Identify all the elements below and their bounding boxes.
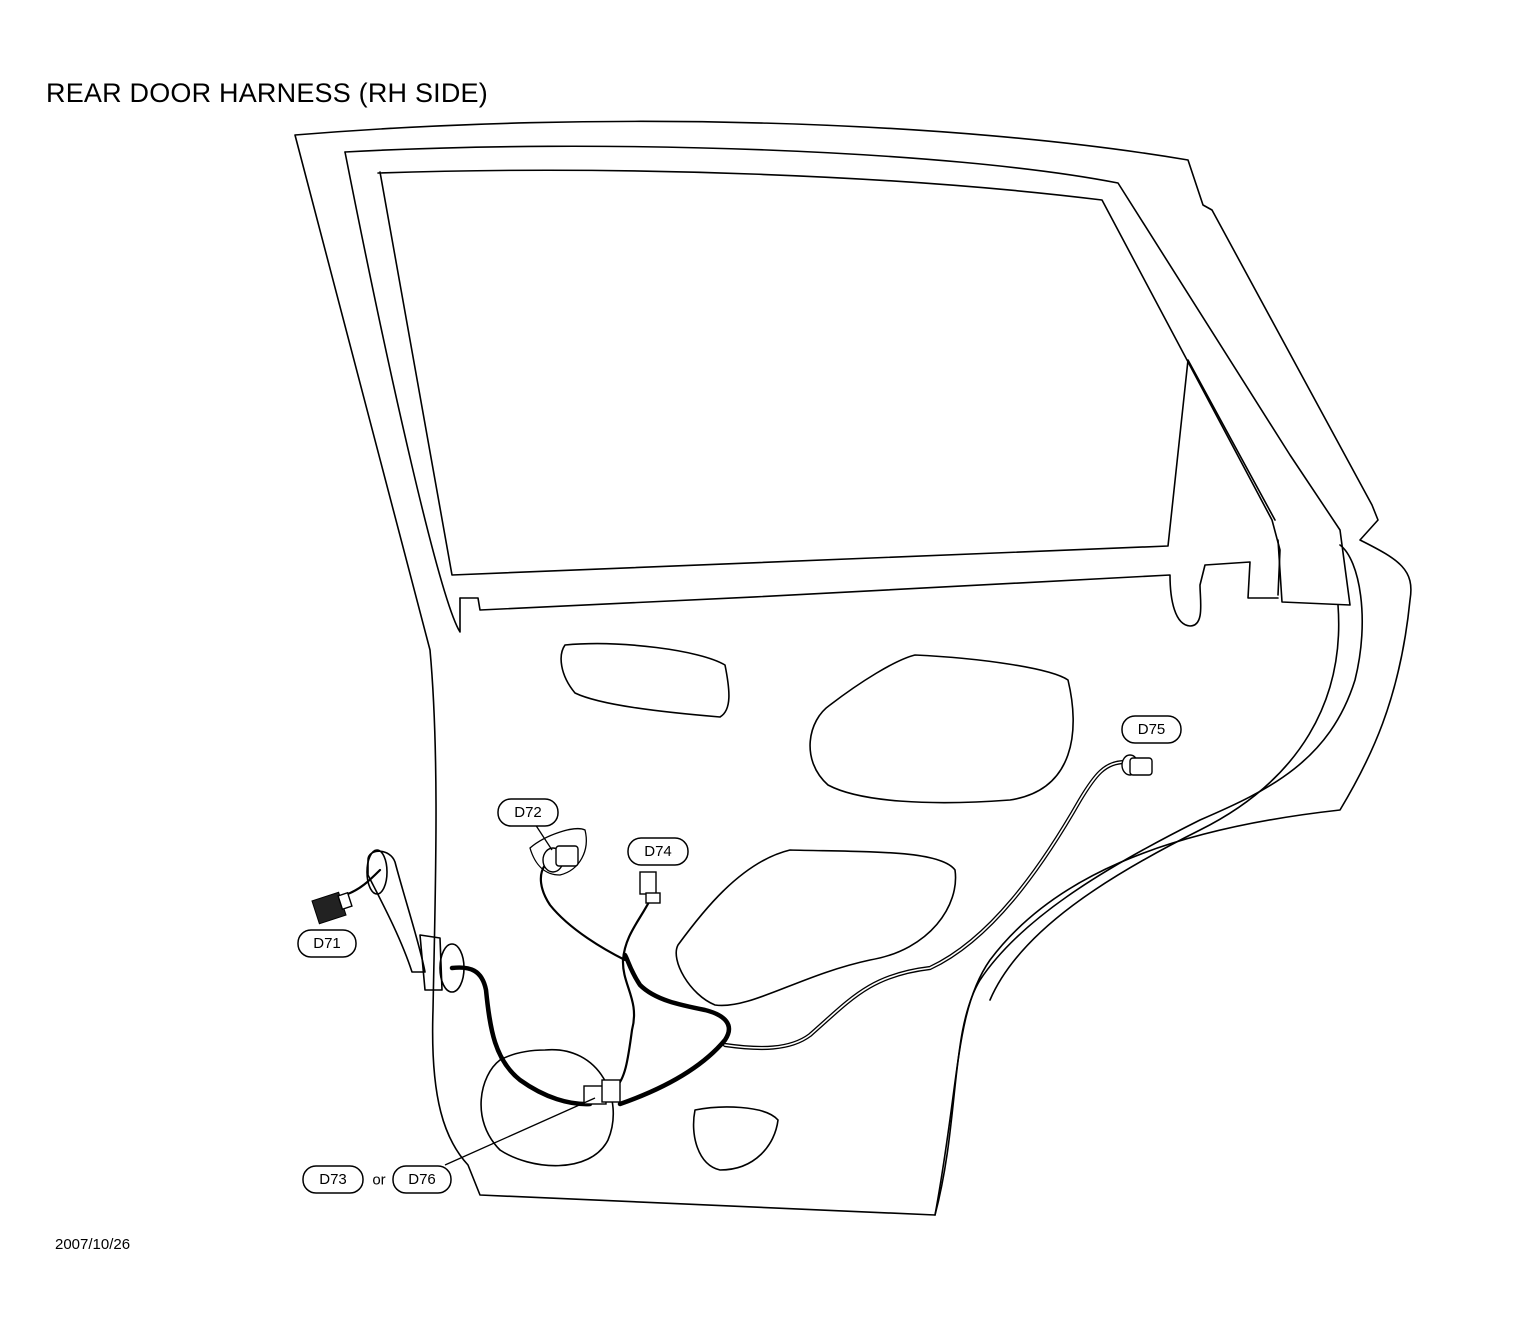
window-frame-inner	[377, 169, 1281, 596]
window-frame-outer	[344, 145, 1351, 606]
d73-d76-connector	[583, 1079, 621, 1105]
d74-connector	[639, 871, 661, 904]
label-or: or	[372, 1172, 385, 1189]
label-d75: D75	[1121, 715, 1182, 744]
d73-d76-leader	[444, 1097, 596, 1166]
main-harness	[449, 965, 593, 1107]
speaker-area-circle	[480, 1049, 615, 1167]
d74-wire	[613, 898, 652, 1090]
d71-wire	[343, 868, 382, 897]
d71-connector	[311, 891, 353, 925]
svg-text:D71: D71	[313, 935, 341, 952]
rear-pillar-curve	[934, 544, 1363, 1216]
label-d71: D71	[297, 929, 357, 958]
inner-edge-curve	[989, 604, 1340, 1001]
label-d72: D72	[497, 798, 559, 827]
diagram-date: 2007/10/26	[55, 1236, 131, 1253]
diagram-title: REAR DOOR HARNESS (RH SIDE)	[46, 78, 488, 108]
d75-connector	[1121, 754, 1153, 776]
d72-wire	[539, 863, 627, 962]
service-hole-upper-right	[809, 654, 1074, 804]
main-harness-right	[617, 952, 732, 1107]
service-hole-lower	[692, 1106, 779, 1171]
label-d73: D73	[302, 1165, 364, 1194]
belt-line-left	[344, 151, 461, 633]
svg-text:D72: D72	[514, 804, 542, 821]
label-d74: D74	[627, 837, 689, 866]
d75-wire	[722, 759, 1128, 1051]
svg-text:D73: D73	[319, 1171, 347, 1188]
label-d76: D76	[392, 1165, 452, 1194]
d72-connector	[542, 845, 579, 873]
svg-text:D74: D74	[644, 843, 672, 860]
service-hole-middle	[675, 849, 957, 1007]
service-hole-upper-left	[560, 642, 730, 718]
d72-leader	[534, 823, 553, 851]
svg-text:D75: D75	[1138, 721, 1166, 738]
front-grommet-cap	[366, 849, 388, 895]
belt-line	[459, 561, 1279, 627]
door-outer-frame	[294, 120, 1412, 1216]
harness-entry-grommet	[419, 934, 443, 991]
svg-text:D76: D76	[408, 1171, 436, 1188]
front-grommet	[367, 850, 426, 973]
d72-mount-bump	[529, 828, 587, 876]
window-glass	[379, 171, 1276, 576]
